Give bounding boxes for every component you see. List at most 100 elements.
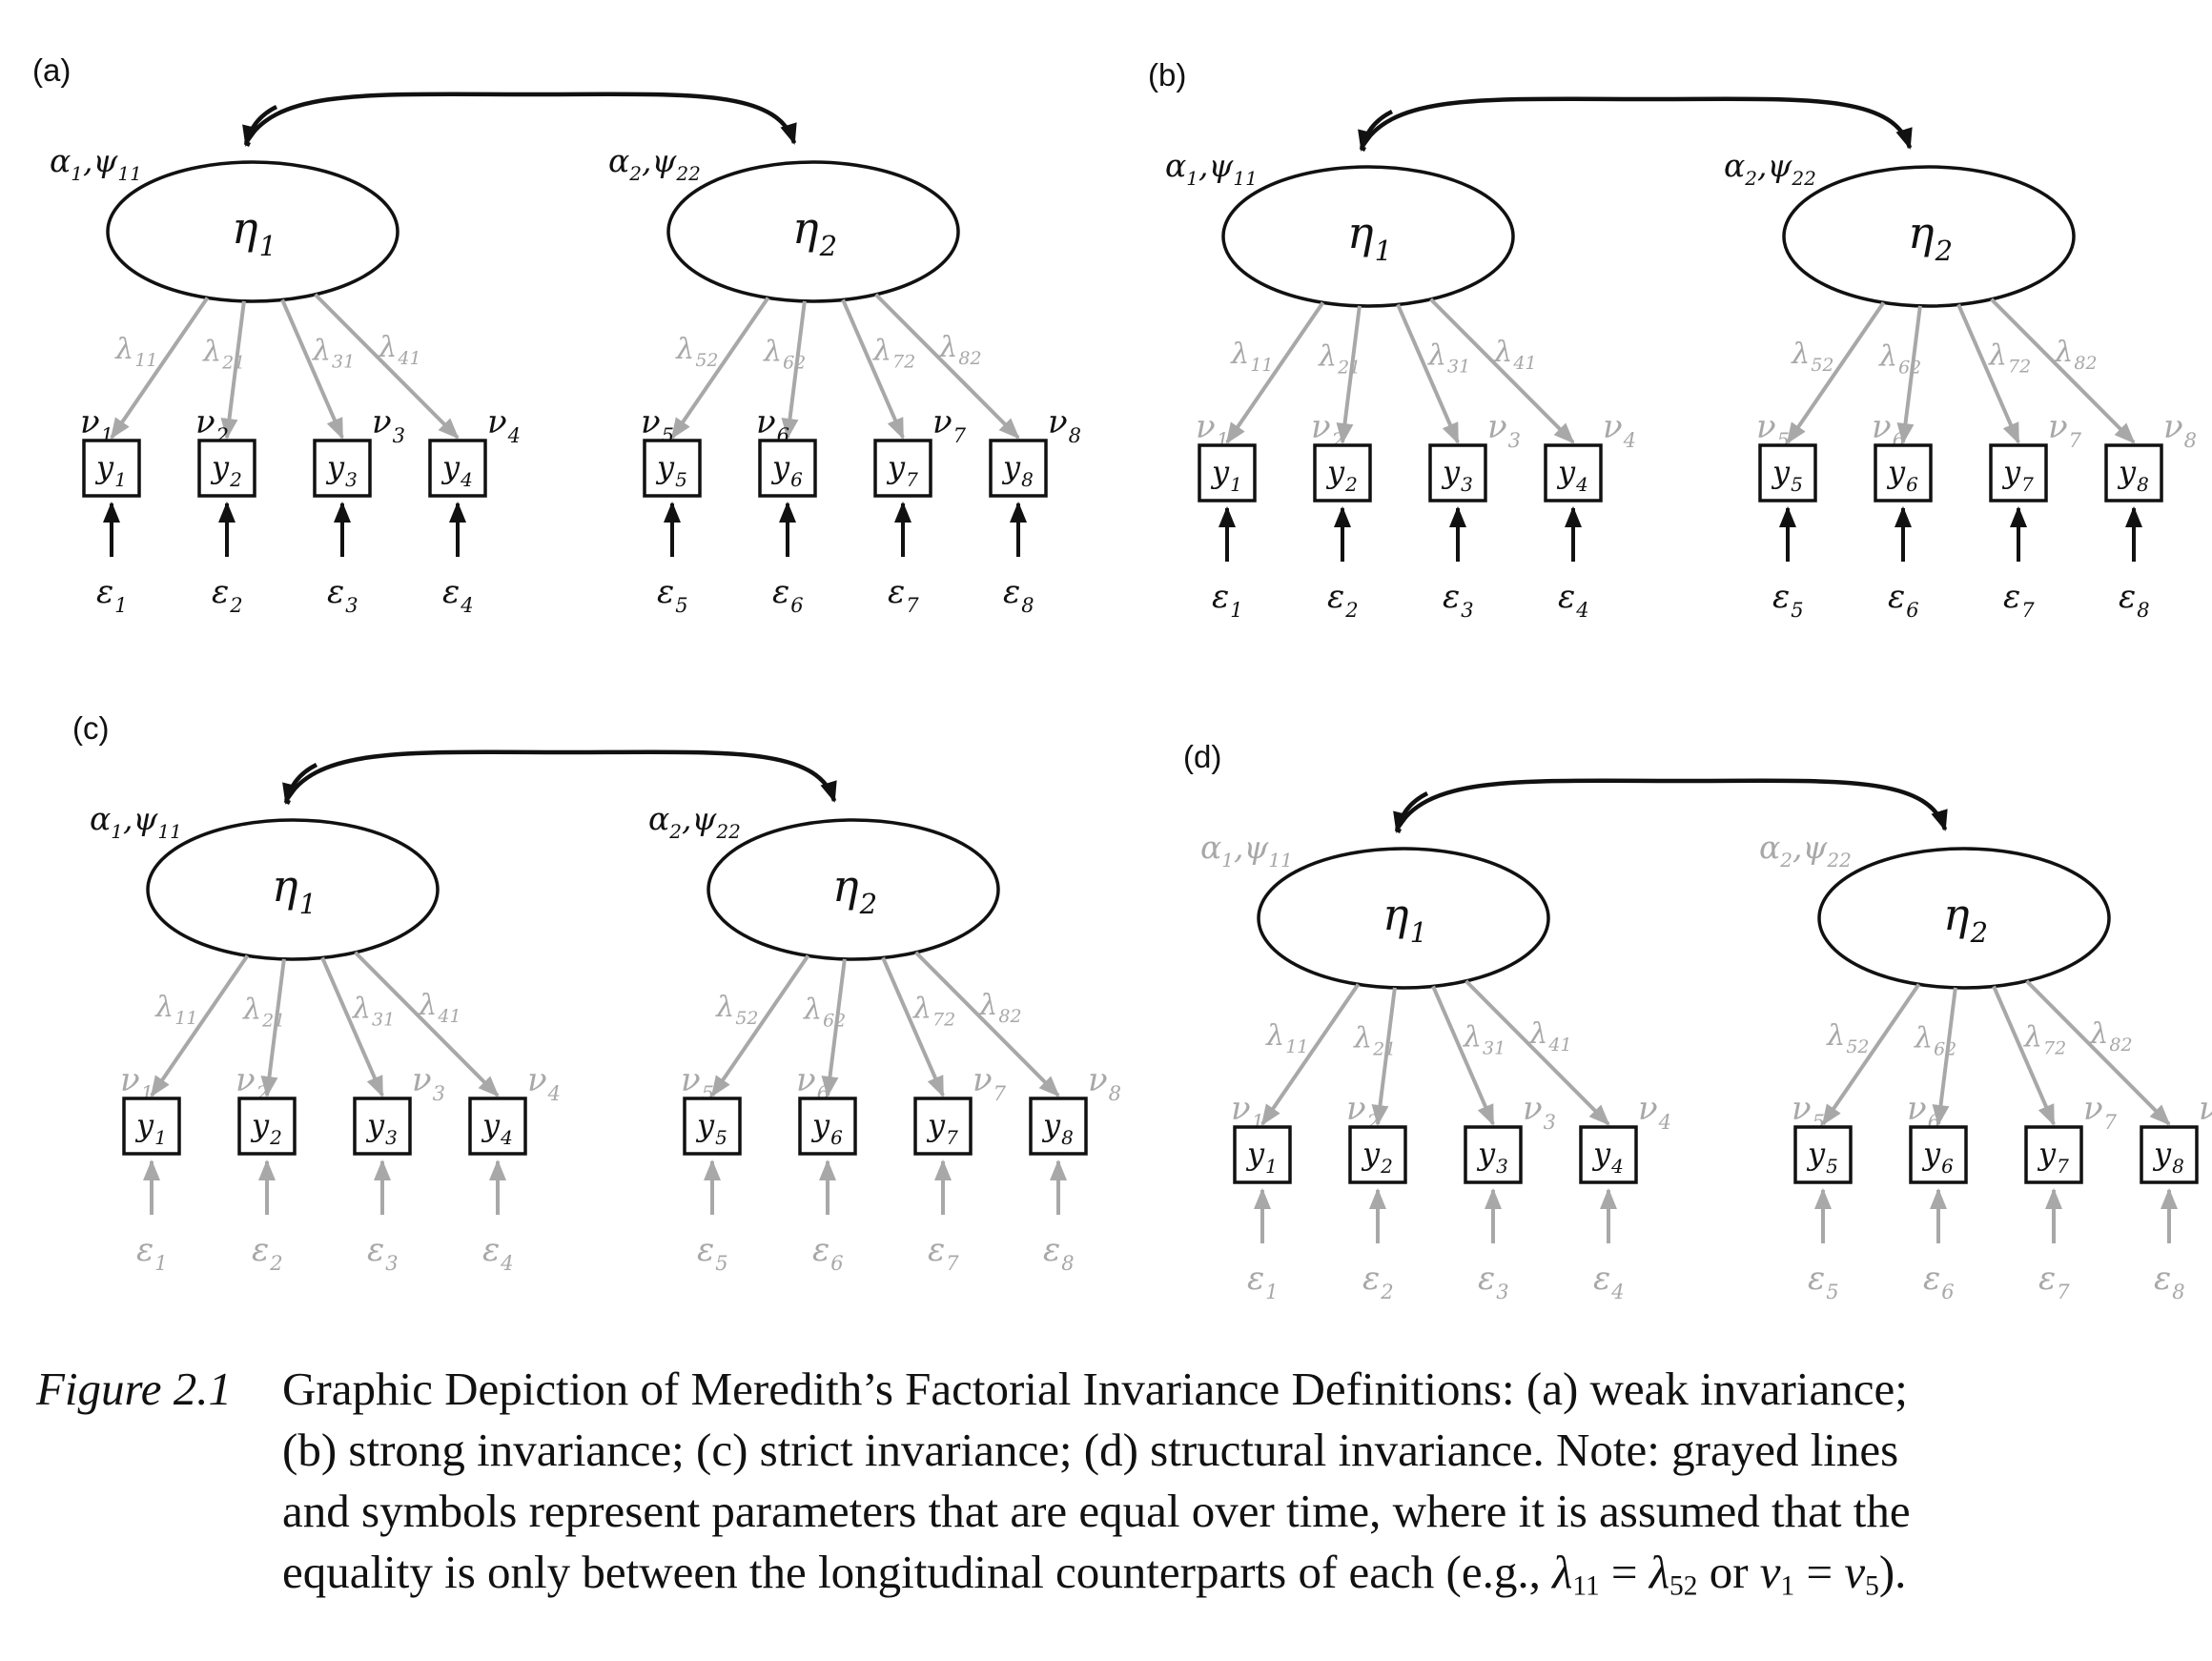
factor-1-parameters: α1,ψ11 (1165, 147, 1258, 190)
factor-1-ellipse (106, 160, 399, 303)
loading-label-1: λ11 (1265, 1019, 1308, 1057)
indicator-label-6: y6 (770, 449, 803, 491)
loading-label-1: λ11 (1230, 338, 1273, 376)
residual-label-4: ε4 (482, 1231, 514, 1275)
loading-arrow-4 (1464, 979, 1610, 1126)
intercept-label-7: ν7 (932, 403, 967, 447)
indicator-box-5 (1793, 1125, 1853, 1184)
indicator-box-3 (313, 439, 372, 498)
residual-label-1: ε1 (96, 573, 128, 617)
factor-1-ellipse (146, 818, 440, 961)
factor-1-parameters: α1,ψ11 (90, 800, 182, 843)
residual-label-1: ε1 (136, 1231, 168, 1275)
intercept-label-8: ν8 (2163, 408, 2197, 452)
intercept-label-4: ν4 (1603, 408, 1636, 452)
caption-lambda-1-sub: 11 (1572, 1570, 1600, 1602)
residual-label-2: ε2 (1362, 1260, 1394, 1303)
intercept-label-7: ν7 (2048, 408, 2082, 452)
indicator-box-3 (1428, 443, 1487, 502)
indicator-box-4 (1579, 1125, 1638, 1184)
loading-label-5: λ52 (1791, 338, 1833, 376)
loading-label-2: λ21 (202, 335, 245, 373)
caption-lambda-2-sub: 52 (1669, 1570, 1698, 1602)
loading-label-1: λ11 (154, 991, 197, 1029)
indicator-label-5: y5 (1771, 454, 1803, 496)
loading-arrow-1 (1260, 983, 1361, 1126)
intercept-label-3: ν3 (1487, 408, 1521, 452)
factor-2-parameters: α2,ψ22 (1759, 829, 1852, 872)
factor-2-ellipse (1782, 165, 2076, 308)
intercept-label-8: ν8 (2199, 1090, 2212, 1134)
residual-label-3: ε3 (1478, 1260, 1509, 1303)
loading-arrow-6 (821, 958, 847, 1097)
loading-label-2: λ21 (242, 993, 285, 1031)
loading-label-3: λ31 (1427, 338, 1470, 377)
indicator-label-8: y8 (2152, 1136, 2184, 1178)
factor-covariance-arrowhead-left (1393, 790, 1429, 833)
loading-arrow-7 (1992, 985, 2056, 1126)
caption-label: Figure 2.1 (36, 1363, 233, 1415)
indicator-label-2: y2 (210, 449, 242, 491)
factor-2-ellipse (666, 160, 960, 303)
loading-arrow-3 (1431, 985, 1495, 1126)
caption-line-4-prefix: equality is only between the longitudina… (282, 1546, 1553, 1598)
caption-line-4: equality is only between the longitudina… (282, 1542, 1906, 1616)
caption-or: or (1697, 1546, 1760, 1598)
residual-label-8: ε8 (2154, 1260, 2185, 1303)
intercept-label-3: ν3 (1523, 1090, 1556, 1134)
factor-covariance-arrow (1395, 778, 1948, 831)
loading-arrow-3 (320, 956, 384, 1097)
intercept-label-3: ν3 (372, 403, 405, 447)
residual-label-3: ε3 (327, 573, 358, 617)
indicator-label-1: y1 (1210, 454, 1242, 496)
intercept-label-7: ν7 (973, 1061, 1007, 1105)
loading-label-8: λ82 (978, 989, 1021, 1027)
residual-label-7: ε7 (928, 1231, 959, 1275)
loading-label-7: λ72 (2023, 1020, 2066, 1058)
loading-label-1: λ11 (114, 333, 157, 371)
loading-label-4: λ41 (1528, 1017, 1571, 1056)
indicator-label-8: y8 (2117, 454, 2149, 496)
indicator-box-2 (237, 1097, 297, 1156)
indicator-box-8 (2104, 443, 2163, 502)
loading-arrow-5 (1786, 301, 1886, 444)
indicator-label-7: y7 (2001, 454, 2034, 496)
residual-label-8: ε8 (1003, 573, 1034, 617)
factor-1-label: η1 (232, 202, 276, 262)
loading-arrow-4 (314, 293, 460, 440)
loading-arrow-8 (874, 293, 1020, 440)
indicator-label-2: y2 (1361, 1136, 1393, 1178)
indicator-label-4: y4 (481, 1107, 513, 1149)
residual-label-1: ε1 (1212, 578, 1243, 622)
indicator-box-8 (989, 439, 1048, 498)
residual-label-4: ε4 (1593, 1260, 1625, 1303)
factor-1-ellipse (1221, 165, 1515, 308)
caption-nu-2: ν (1844, 1546, 1866, 1598)
indicator-box-7 (1989, 443, 2048, 502)
residual-label-6: ε6 (1923, 1260, 1955, 1303)
intercept-label-4: ν4 (487, 403, 521, 447)
loading-arrow-5 (670, 297, 770, 440)
caption-nu-1: ν (1759, 1546, 1781, 1598)
indicator-box-7 (2024, 1125, 2083, 1184)
factor-2-ellipse (1817, 847, 2111, 990)
loading-arrow-1 (110, 297, 210, 440)
factor-1-parameters: α1,ψ11 (1200, 829, 1293, 872)
residual-label-2: ε2 (212, 573, 243, 617)
panel-label: (d) (1183, 739, 1221, 774)
loading-arrow-4 (354, 951, 500, 1097)
caption-nu-1-sub: 1 (1780, 1570, 1795, 1602)
loading-arrow-3 (280, 298, 344, 440)
factor-2-label: η2 (792, 202, 837, 262)
indicator-box-8 (1029, 1097, 1088, 1156)
indicator-box-7 (873, 439, 932, 498)
panel-label: (b) (1148, 57, 1186, 92)
factor-1-parameters: α1,ψ11 (50, 142, 142, 185)
caption-lambda-2: λ (1649, 1546, 1670, 1598)
intercept-label-7: ν7 (2083, 1090, 2118, 1134)
caption-line-2: (b) strong invariance; (c) strict invari… (282, 1424, 1899, 1476)
factor-2-label: η2 (1943, 889, 1988, 949)
residual-label-6: ε6 (812, 1231, 844, 1275)
indicator-label-4: y4 (440, 449, 473, 491)
